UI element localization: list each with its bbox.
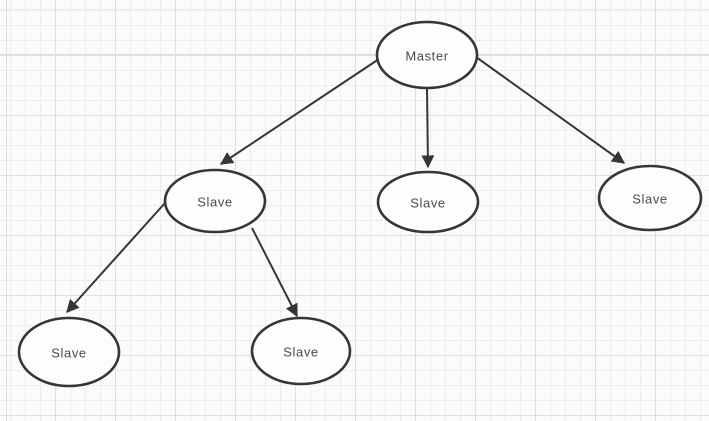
node-shape-slave-middle[interactable] xyxy=(376,170,480,234)
node-label-slave-middle: Slave xyxy=(410,196,446,211)
node-slave-right[interactable]: Slave xyxy=(597,164,703,232)
edge-slave-left-to-bottom-left[interactable] xyxy=(66,202,166,313)
node-shape-slave-bottom-middle[interactable] xyxy=(250,316,352,386)
edge-slave-left-to-bottom-middle[interactable] xyxy=(251,227,298,318)
node-slave-left[interactable]: Slave xyxy=(163,168,267,234)
node-shape-slave-left[interactable] xyxy=(163,168,267,234)
node-slave-bottom-left[interactable]: Slave xyxy=(17,316,121,388)
node-shape-slave-bottom-left[interactable] xyxy=(17,316,121,388)
node-label-slave-right: Slave xyxy=(632,192,668,207)
node-label-master: Master xyxy=(405,49,448,64)
node-label-slave-left: Slave xyxy=(197,195,233,210)
node-label-slave-bottom-middle: Slave xyxy=(283,345,319,360)
node-label-slave-bottom-left: Slave xyxy=(51,346,87,361)
edge-master-to-slave-right[interactable] xyxy=(475,56,626,164)
node-slave-bottom-middle[interactable]: Slave xyxy=(250,316,352,386)
node-master[interactable]: Master xyxy=(375,20,479,90)
edge-master-to-slave-middle[interactable] xyxy=(421,87,435,169)
node-shape-slave-right[interactable] xyxy=(597,164,703,232)
node-slave-middle[interactable]: Slave xyxy=(376,170,480,234)
edge-master-to-slave-left[interactable] xyxy=(219,58,380,165)
node-shape-master[interactable] xyxy=(375,20,479,90)
